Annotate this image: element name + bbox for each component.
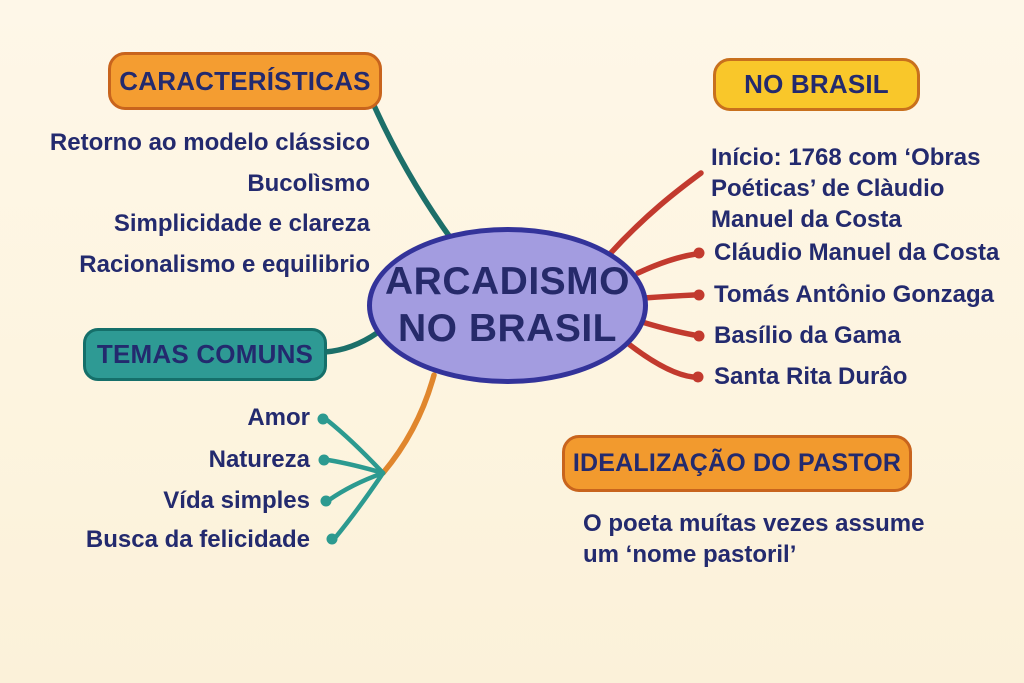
- list-item-vida-simples: Vída simples: [163, 487, 310, 514]
- connector-orange-branch: [380, 372, 437, 476]
- connector-vida-simples: [326, 470, 386, 503]
- branch-label-idealizacao: IDEALIZAÇÃO DO PASTOR: [572, 449, 902, 477]
- connector-busca: [332, 470, 386, 541]
- branch-label-caracteristicas: CARACTERÍSTICAS: [119, 65, 371, 96]
- connector-amor: [324, 417, 386, 476]
- branch-label-no-brasil: NO BRASIL: [744, 69, 889, 99]
- connector-inicio: [605, 170, 704, 259]
- list-item-racionalismo: Racionalismo e equilibrio: [79, 251, 370, 278]
- list-item-natureza: Natureza: [208, 446, 310, 473]
- branch-label-temas-comuns: TEMAS COMUNS: [96, 339, 314, 369]
- connector-temas-box: [322, 330, 380, 355]
- note-inicio: Início: 1768 com ‘Obras Poéticas’ de Clà…: [711, 144, 981, 233]
- connector-basilio: [639, 319, 697, 338]
- branch-box-idealizacao: IDEALIZAÇÃO DO PASTOR: [562, 435, 912, 492]
- bullet-dot-basilio: [693, 330, 705, 342]
- bullet-dot-busca: [326, 533, 338, 545]
- connector-natureza: [325, 457, 386, 476]
- center-title-line1: ARCADISMO: [385, 260, 630, 304]
- branch-box-caracteristicas: CARACTERÍSTICAS: [108, 52, 382, 110]
- list-item-tomas: Tomás Antônio Gonzaga: [714, 281, 994, 308]
- connector-santa-rita: [627, 342, 696, 380]
- list-item-basilio: Basílio da Gama: [714, 322, 901, 349]
- center-node: ARCADISMO NO BRASIL: [367, 227, 648, 384]
- bullet-dot-claudio: [693, 247, 705, 259]
- branch-box-no-brasil: NO BRASIL: [713, 58, 920, 111]
- connector-tomas: [641, 292, 697, 301]
- note-pastor: O poeta muítas vezes assume um ‘nome pas…: [583, 510, 925, 568]
- list-item-busca: Busca da felicidade: [85, 526, 310, 553]
- list-item-bucolismo: Bucolìsmo: [247, 170, 370, 197]
- list-item-simplicidade: Simplicidade e clareza: [113, 210, 370, 237]
- bullet-dot-natureza: [318, 454, 330, 466]
- branch-box-temas-comuns: TEMAS COMUNS: [83, 328, 327, 381]
- bullet-dot-santa-rita: [692, 371, 704, 383]
- center-title-line2: NO BRASIL: [398, 306, 617, 350]
- bullet-dot-tomas: [693, 289, 705, 301]
- list-item-retorno: Retorno ao modelo clássico: [49, 129, 370, 156]
- list-item-santa-rita: Santa Rita Durâo: [714, 363, 908, 390]
- bullet-dot-vida-simples: [320, 495, 332, 507]
- bullet-dot-amor: [317, 413, 329, 425]
- connector-caracteristicas: [369, 98, 455, 243]
- list-item-claudio: Cláudio Manuel da Costa: [714, 239, 1000, 266]
- list-item-amor: Amor: [247, 404, 310, 431]
- connector-claudio: [635, 251, 699, 276]
